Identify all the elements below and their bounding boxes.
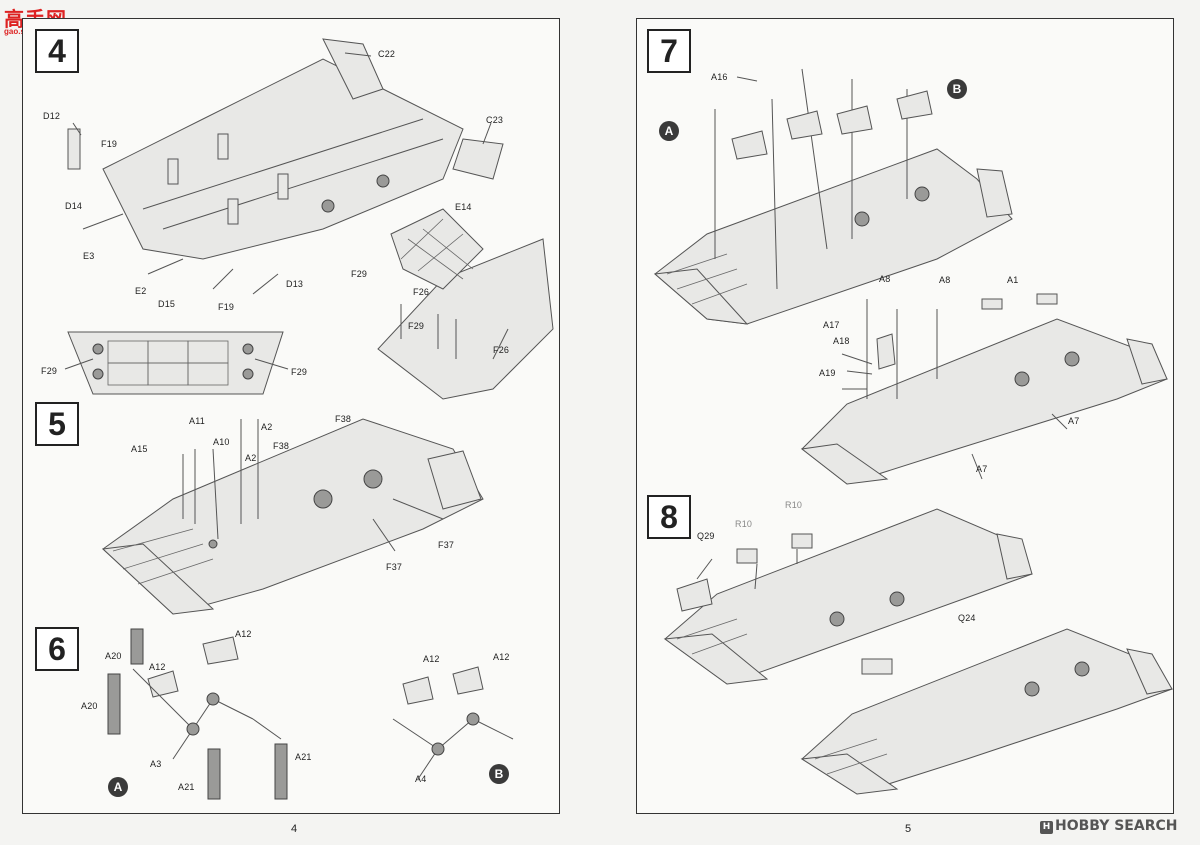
label-f19-bottom: F19: [218, 302, 235, 312]
label-a1: A1: [1007, 275, 1019, 285]
label-f38-mid: F38: [273, 441, 290, 451]
step-5-hull-drawing: [101, 418, 484, 615]
hobby-search-brand-text: HOBBY SEARCH: [1055, 818, 1178, 834]
label-a3: A3: [150, 759, 162, 769]
label-f29-right-top: F29: [351, 269, 368, 279]
label-e3: E3: [83, 251, 95, 261]
step-4-hull-drawing: [64, 38, 554, 400]
label-d13: D13: [286, 279, 304, 289]
label-q24: Q24: [958, 613, 976, 623]
label-a17: A17: [823, 320, 840, 330]
label-a8-right: A8: [939, 275, 951, 285]
hobby-search-logo-icon: H: [1040, 821, 1053, 834]
label-f38-top: F38: [335, 414, 352, 424]
label-f19-top: F19: [101, 139, 118, 149]
label-a21-bottom: A21: [178, 782, 195, 792]
label-r10-right: R10: [785, 500, 803, 510]
label-e2: E2: [135, 286, 147, 296]
label-a12-b-left: A12: [423, 654, 440, 664]
label-e14: E14: [455, 202, 472, 212]
step-7-hull-drawing: [653, 68, 1168, 485]
label-a7-right: A7: [1068, 416, 1080, 426]
label-f26-upper: F26: [413, 287, 430, 297]
label-a2-mid: A2: [245, 453, 257, 463]
label-f37-right: F37: [438, 540, 455, 550]
label-a15: A15: [131, 444, 148, 454]
label-d12: D12: [43, 111, 61, 121]
label-f29-plate-right: F29: [291, 367, 308, 377]
label-a11: A11: [189, 416, 205, 426]
label-f29-plate-left: F29: [41, 366, 58, 376]
label-a12-a-left: A12: [149, 662, 166, 672]
step-6-number: 6: [35, 627, 79, 671]
step-4-number: 4: [35, 29, 79, 73]
label-a12-b-right: A12: [493, 652, 510, 662]
callout-b-step6: B: [489, 764, 509, 784]
callout-a-step6: A: [108, 777, 128, 797]
step-8-number: 8: [647, 495, 691, 539]
label-a19: A19: [819, 368, 836, 378]
label-q29: Q29: [697, 531, 715, 541]
callout-a-step7: A: [659, 121, 679, 141]
left-page-number: 4: [291, 823, 298, 835]
label-r10-left: R10: [735, 519, 753, 529]
label-a4: A4: [415, 774, 427, 784]
label-c22: C22: [378, 49, 396, 59]
label-a10: A10: [213, 437, 230, 447]
label-f37-bottom: F37: [386, 562, 403, 572]
step-6-suspension-drawing: [107, 628, 514, 800]
label-a18: A18: [833, 336, 850, 346]
label-a16: A16: [711, 72, 728, 82]
label-a2-top: A2: [261, 422, 273, 432]
label-a21-right: A21: [295, 752, 312, 762]
label-a20-upper: A20: [105, 651, 122, 661]
label-a7-bottom: A7: [976, 464, 988, 474]
right-page: 7 A16 A B: [636, 18, 1174, 835]
label-a8-left: A8: [879, 274, 891, 284]
step-7-number: 7: [647, 29, 691, 73]
step-8-hull-drawing: [663, 508, 1173, 795]
step-5-number: 5: [35, 402, 79, 446]
left-page: 4: [22, 18, 560, 835]
label-f26-lower: F26: [493, 345, 510, 355]
label-a12-a-top: A12: [235, 629, 252, 639]
label-f29-right-mid: F29: [408, 321, 425, 331]
label-d15: D15: [158, 299, 176, 309]
label-c23: C23: [486, 115, 504, 125]
label-a20-lower: A20: [81, 701, 98, 711]
callout-b-step7: B: [947, 79, 967, 99]
label-d14: D14: [65, 201, 83, 211]
right-page-number: 5: [905, 823, 912, 835]
